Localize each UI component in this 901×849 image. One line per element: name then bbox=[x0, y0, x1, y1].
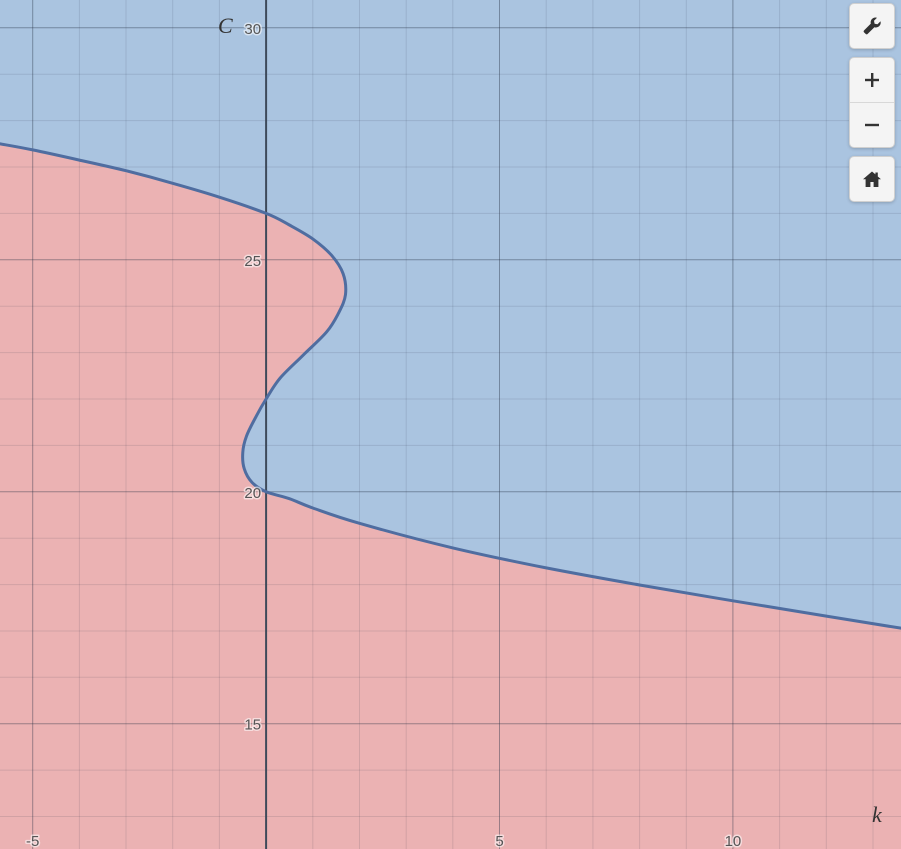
x-tick-label: -5 bbox=[26, 833, 39, 849]
zoom-out-button[interactable] bbox=[850, 102, 894, 147]
x-tick-label: 10 bbox=[725, 833, 742, 849]
x-axis-label: k bbox=[872, 802, 883, 827]
plus-icon bbox=[865, 73, 879, 87]
y-tick-label: 15 bbox=[244, 717, 261, 734]
zoom-in-button[interactable] bbox=[850, 58, 894, 102]
graph-settings-button[interactable] bbox=[850, 4, 894, 48]
tick-labels: 15 20 25 30 -5 5 10 bbox=[25, 19, 743, 849]
y-tick-label: 20 bbox=[244, 485, 261, 502]
home-group bbox=[849, 156, 895, 202]
minus-icon bbox=[865, 123, 879, 127]
y-axis-label: C bbox=[218, 13, 233, 38]
region-below-curve bbox=[0, 143, 901, 849]
home-icon bbox=[863, 171, 881, 187]
graph-controls bbox=[849, 3, 895, 210]
settings-group bbox=[849, 3, 895, 49]
default-viewport-button[interactable] bbox=[850, 157, 894, 201]
x-tick-label: 5 bbox=[495, 833, 503, 849]
wrench-icon bbox=[863, 17, 881, 35]
boundary-curve bbox=[0, 142, 901, 630]
zoom-group bbox=[849, 57, 895, 148]
y-tick-label: 25 bbox=[244, 253, 261, 270]
y-tick-label: 30 bbox=[244, 21, 261, 38]
